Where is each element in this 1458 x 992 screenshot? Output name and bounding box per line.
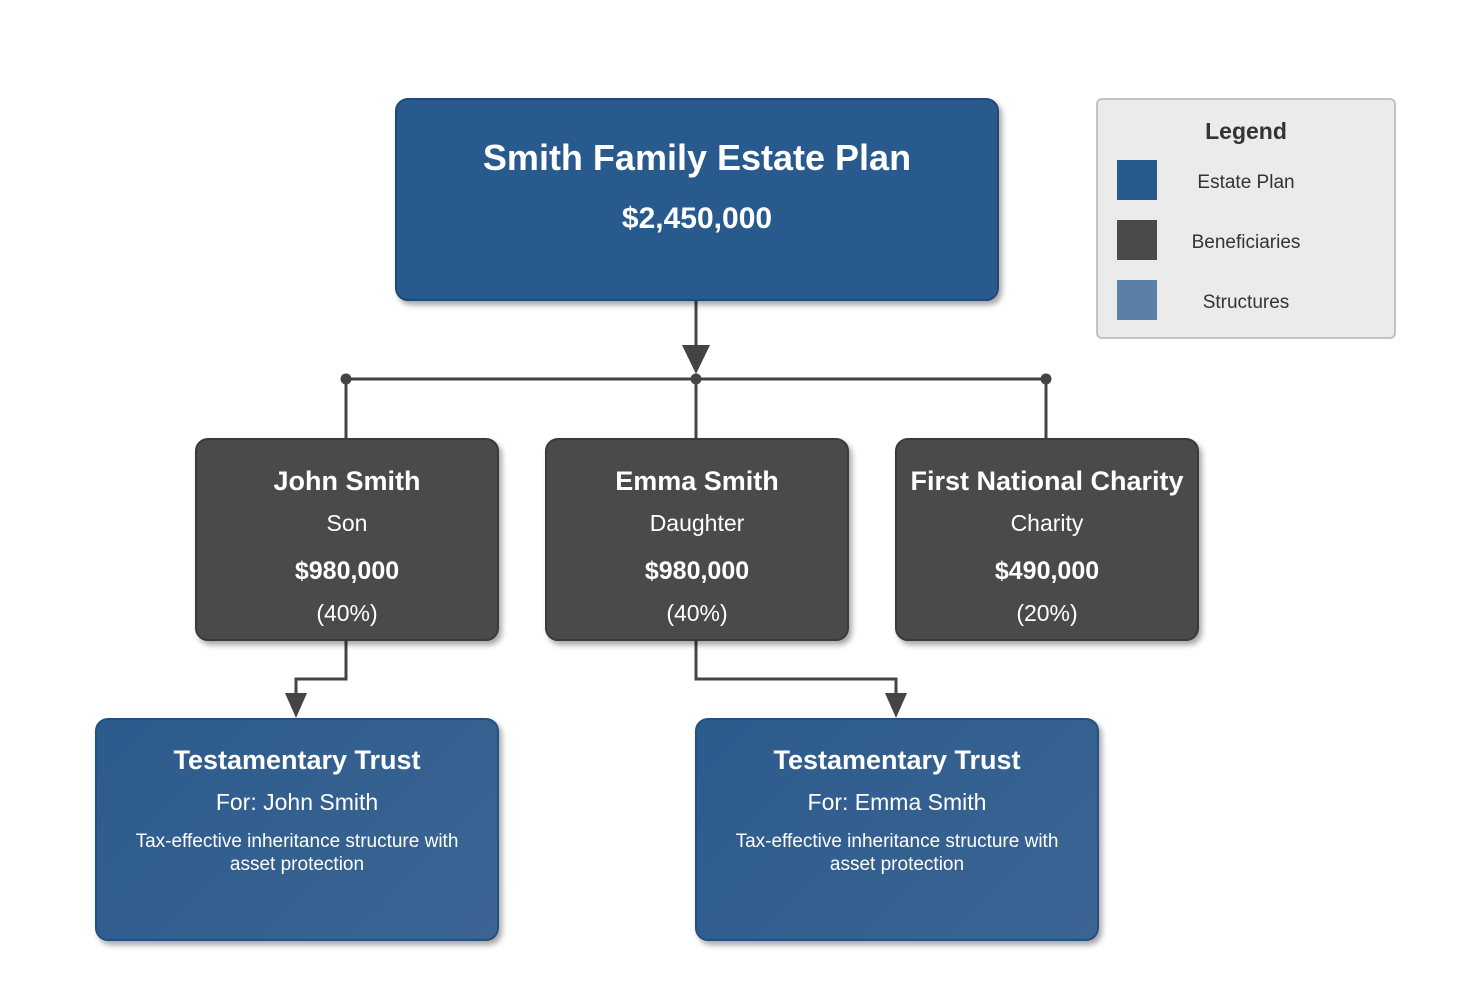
beneficiary-percent: (20%): [1016, 600, 1078, 626]
beneficiary-node-first-national-charity[interactable]: First National Charity Charity $490,000 …: [895, 438, 1199, 641]
legend-swatch-beneficiaries: [1117, 220, 1157, 260]
legend-swatch-structures: [1117, 280, 1157, 320]
beneficiary-name: John Smith: [273, 466, 421, 496]
trust-connector-john: [294, 641, 348, 695]
beneficiary-node-emma-smith[interactable]: Emma Smith Daughter $980,000 (40%): [545, 438, 849, 641]
beneficiary-amount: $490,000: [994, 557, 1100, 585]
structure-name: Testamentary Trust: [773, 745, 1021, 775]
structure-description: Tax-effective inheritance structure with…: [135, 831, 459, 875]
trust-connector-emma: [694, 641, 898, 695]
structure-for: For: John Smith: [215, 789, 379, 815]
root-arrow-head: [682, 345, 710, 374]
structure-node-trust-john[interactable]: Testamentary Trust For: John Smith Tax-e…: [95, 718, 499, 941]
beneficiary-node-john-smith[interactable]: John Smith Son $980,000 (40%): [195, 438, 499, 641]
trust-arrow-head-emma: [885, 693, 907, 718]
beneficiary-relation: Son: [326, 510, 368, 536]
estate-plan-node[interactable]: Smith Family Estate Plan $2,450,000: [395, 98, 999, 301]
legend-label-beneficiaries: Beneficiaries: [1191, 232, 1301, 253]
structure-for: For: Emma Smith: [807, 789, 987, 815]
beneficiary-relation: Daughter: [649, 510, 745, 536]
beneficiary-name: Emma Smith: [615, 466, 779, 496]
estate-plan-amount: $2,450,000: [621, 202, 773, 235]
estate-plan-title: Smith Family Estate Plan: [482, 137, 912, 178]
beneficiary-relation: Charity: [1010, 510, 1084, 536]
legend-label-estate-plan: Estate Plan: [1197, 172, 1295, 193]
legend-label-structures: Structures: [1202, 292, 1290, 313]
beneficiary-amount: $980,000: [644, 557, 750, 585]
legend-title: Legend: [1205, 118, 1287, 144]
beneficiary-percent: (40%): [666, 600, 728, 626]
beneficiary-percent: (40%): [316, 600, 378, 626]
trust-arrow-head-john: [285, 693, 307, 718]
structure-node-trust-emma[interactable]: Testamentary Trust For: Emma Smith Tax-e…: [695, 718, 1099, 941]
structure-description: Tax-effective inheritance structure with…: [735, 831, 1059, 875]
beneficiary-amount: $980,000: [294, 557, 400, 585]
legend-swatch-estate-plan: [1117, 160, 1157, 200]
structure-name: Testamentary Trust: [173, 745, 421, 775]
beneficiary-name: First National Charity: [910, 466, 1184, 496]
legend: Legend Estate Plan Beneficiaries Structu…: [1096, 98, 1396, 339]
